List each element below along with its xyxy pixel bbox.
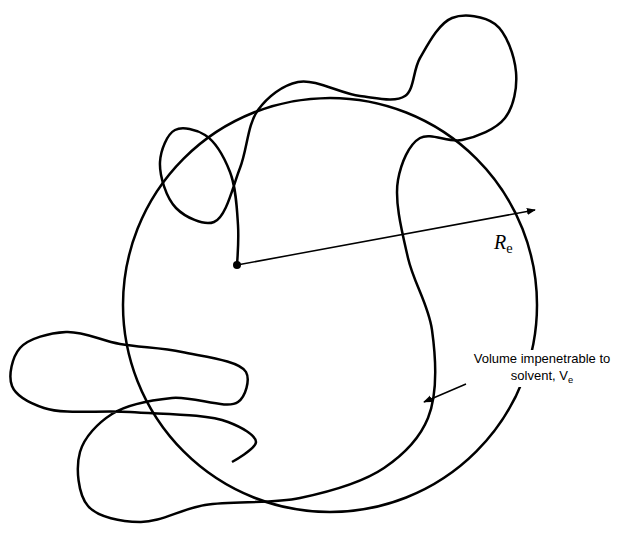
label-text: R [494, 231, 506, 253]
equivalent-sphere [123, 98, 537, 512]
radius-arrow [237, 210, 535, 265]
leader-arrow [424, 384, 466, 402]
volume-label: Volume impenetrable to solvent, Ve [471, 350, 613, 387]
subscript: e [506, 240, 512, 256]
label-text: Volume impenetrable to solvent, V [474, 351, 611, 383]
polymer-chain [10, 16, 516, 522]
subscript: e [568, 375, 573, 385]
radius-label: Re [492, 228, 515, 259]
chain-path [10, 16, 516, 522]
